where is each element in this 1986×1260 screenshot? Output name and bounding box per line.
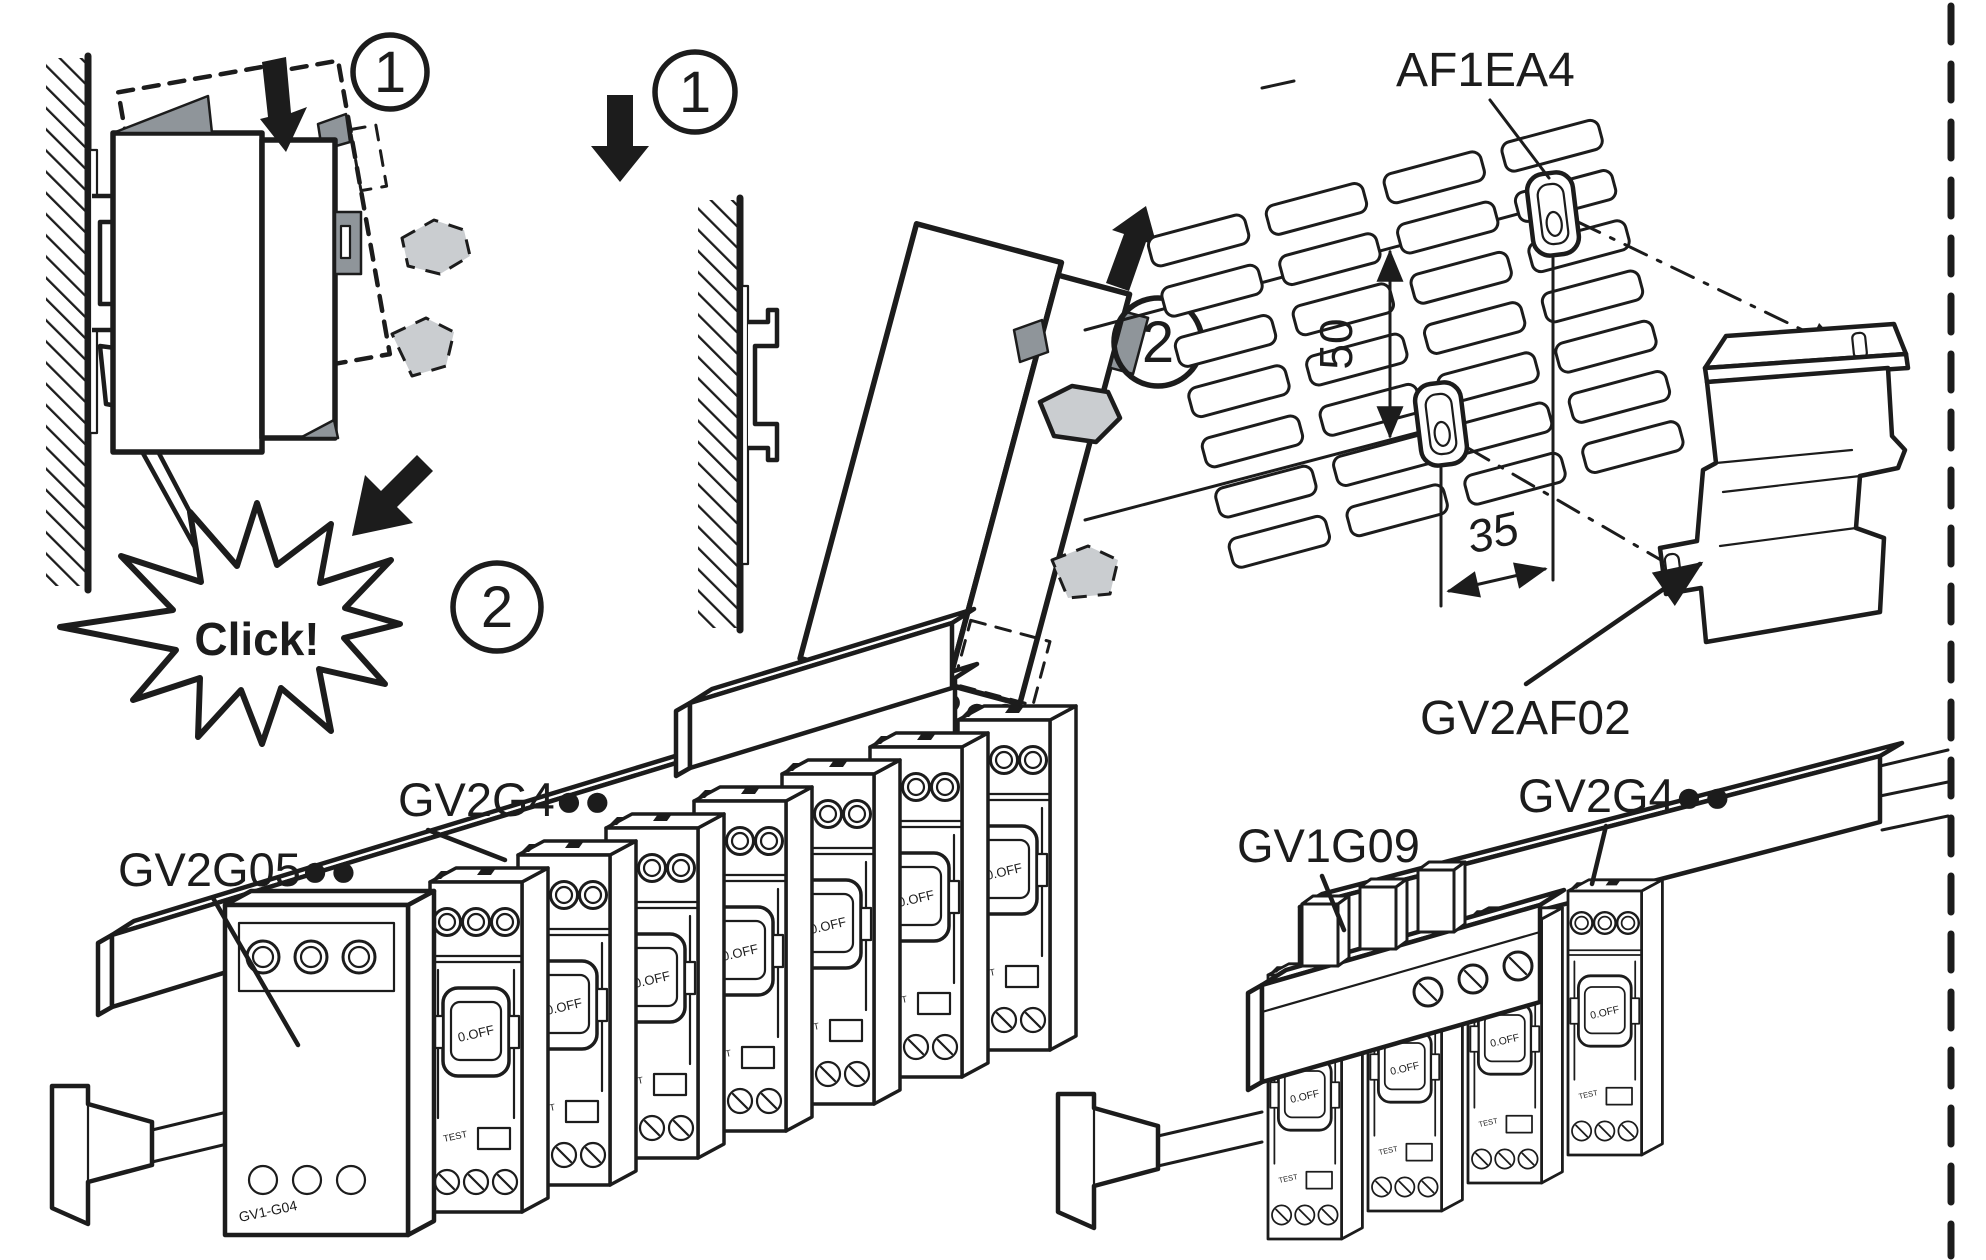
rail-edges-right <box>1878 748 1950 832</box>
tilt-gap-shade <box>111 94 214 135</box>
clip-marker-top <box>1524 170 1582 258</box>
wall-hatching <box>698 200 740 628</box>
insert-line-bottom <box>1466 446 1718 594</box>
arrow-press-icon <box>260 57 307 152</box>
step-number: 2 <box>481 575 513 640</box>
busbar-gv2g2 <box>673 606 977 779</box>
centerline-dash <box>1260 79 1296 90</box>
gv1g09-leader <box>1319 873 1347 933</box>
terminal-screws <box>1412 950 1534 1008</box>
arrow-down-icon <box>591 95 649 182</box>
label-sheet <box>1144 116 1687 571</box>
feeder-block: GV1-G04 <box>222 888 437 1238</box>
arrow-engage-icon <box>352 455 433 536</box>
din-rail-end <box>1055 1091 1161 1231</box>
panel-label-markers: 50 35 AF1EA4 GV2AF02 <box>1083 44 1911 745</box>
panel-din-removal: 1 2 GV2G2●● <box>591 49 1205 768</box>
ghost-position <box>952 618 1052 707</box>
device-ghost-outline <box>115 58 393 409</box>
din-rail-end <box>49 1083 155 1227</box>
click-label: Click! <box>194 613 319 665</box>
step-badge-1: 1 <box>652 49 738 135</box>
dim-50-label: 50 <box>1310 318 1362 369</box>
label-gv2af02: GV2AF02 <box>1420 692 1631 745</box>
marking-plate-holder <box>1657 321 1911 645</box>
clip-lever-ghost-upper <box>400 218 472 276</box>
clip-lever-ghost <box>1050 544 1120 600</box>
assembly-left: GV1-G04 GV2G4●● GV2G05●● <box>49 606 1078 1238</box>
dim-35-label: 35 <box>1462 501 1524 563</box>
step-number: 1 <box>374 40 406 105</box>
breaker-unit <box>428 866 550 1214</box>
device-side-view <box>110 94 363 455</box>
gv1g09-terminal-block <box>1245 860 1567 1093</box>
din-rail-profile <box>748 307 780 463</box>
step-number: 1 <box>679 60 711 125</box>
wall-hatching <box>46 58 86 586</box>
gv2g4-leader <box>425 827 508 863</box>
cable-towers <box>1300 860 1467 968</box>
mounting-plate <box>740 284 750 566</box>
clip-lever-ghost-lower <box>390 316 456 378</box>
label-gv1g09: GV1G09 <box>1237 819 1420 872</box>
label-gv2g05: GV2G05●● <box>118 843 358 896</box>
dim-35-extensions <box>1439 256 1555 608</box>
gv2g4-right-leader <box>1589 823 1609 887</box>
af1ea4-leader <box>1488 98 1551 180</box>
holder-top-slot <box>1851 331 1868 360</box>
gv2g05-leader <box>210 895 301 1048</box>
step-badge-1: 1 <box>350 32 430 112</box>
clip-piece <box>1012 318 1050 364</box>
clip-marker-bottom <box>1412 380 1470 468</box>
rail-edges <box>1156 1110 1264 1168</box>
insert-line-top <box>1576 220 1843 350</box>
assembly-right: GV1G09 GV2G4●● <box>1055 740 1950 1241</box>
dim-35-line <box>1446 562 1548 598</box>
label-gv2g4-right: GV2G4●● <box>1518 769 1732 822</box>
clip-lever-open <box>1037 383 1123 445</box>
step-number: 2 <box>1142 310 1174 375</box>
gv2af02-arrow <box>1523 561 1704 687</box>
step-badge-2: 2 <box>450 560 544 654</box>
arrow-up-icon <box>1106 206 1157 291</box>
panel-din-mount: 1 2 Click! <box>46 32 544 747</box>
label-gv2g4-left: GV2G4●● <box>398 773 612 826</box>
click-burst: Click! <box>57 500 403 747</box>
breaker-unit <box>1566 878 1664 1157</box>
lower-shade <box>298 418 340 440</box>
label-af1ea4: AF1EA4 <box>1396 44 1575 97</box>
rail-edges <box>150 1110 229 1164</box>
device-tilted <box>797 221 1150 707</box>
